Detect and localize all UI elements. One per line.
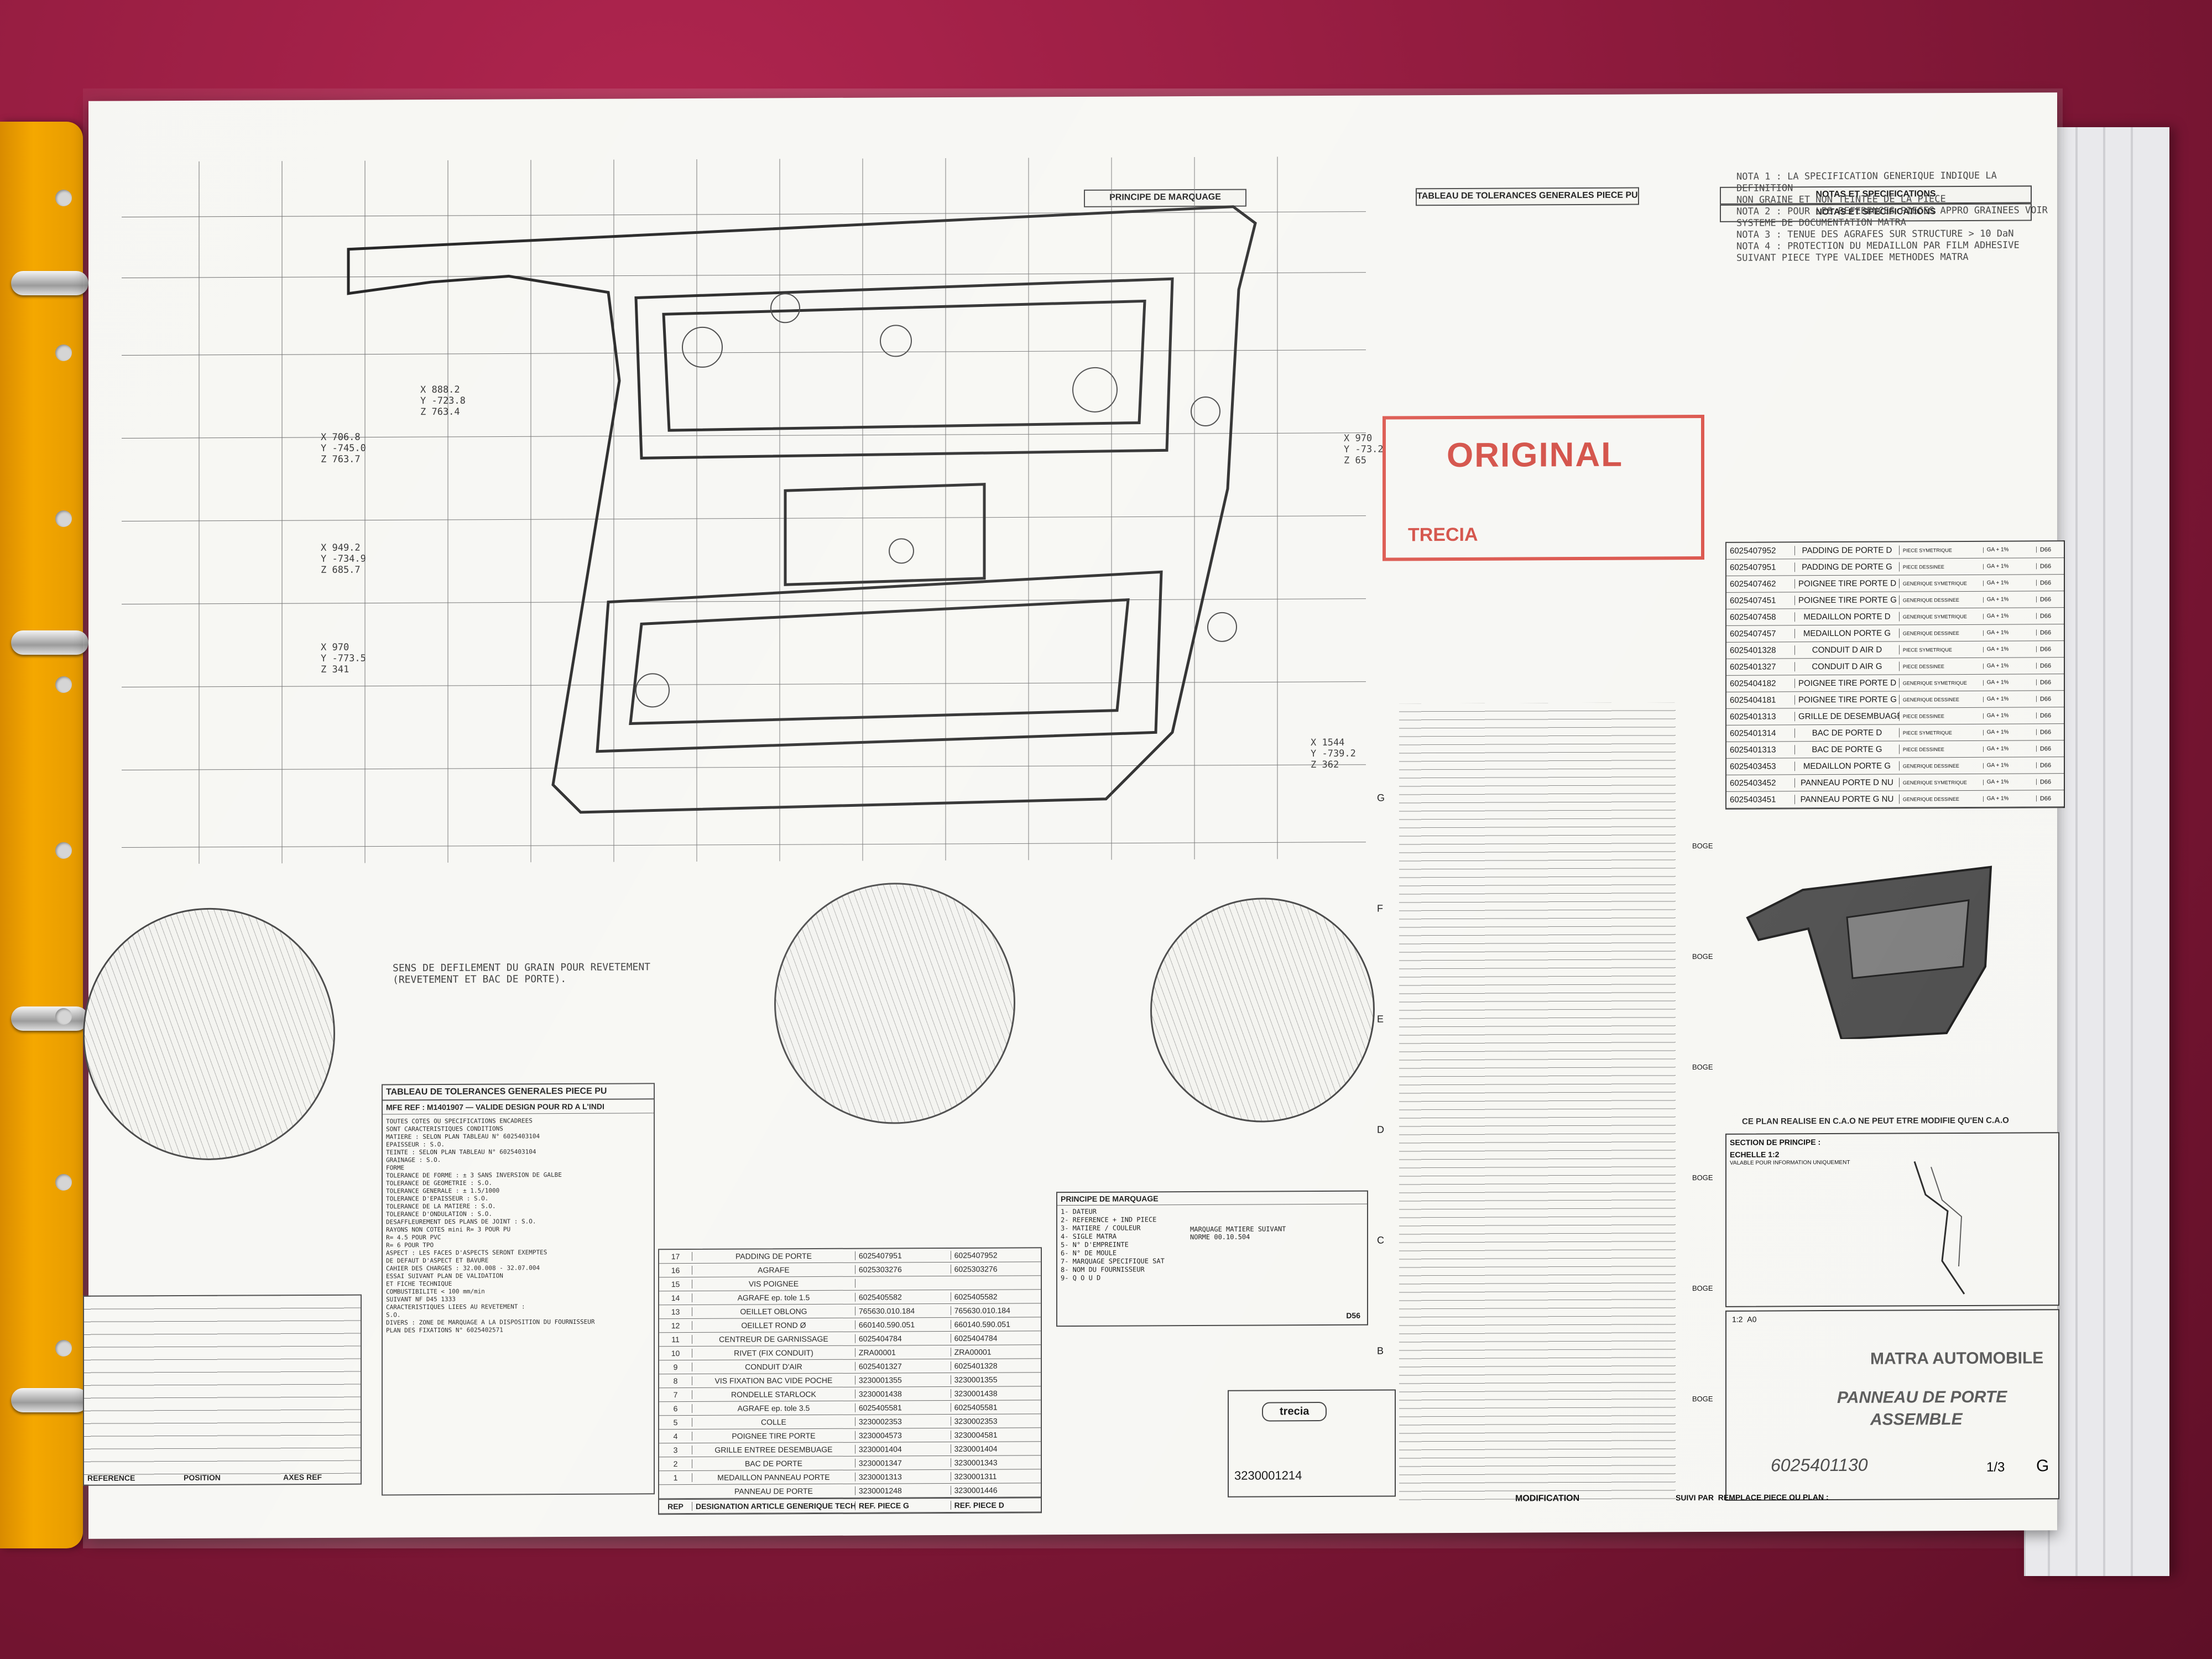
revision-history	[1399, 702, 1676, 1506]
sens-defilement-note: SENS DE DEFILEMENT DU GRAIN POUR REVETEM…	[393, 961, 650, 986]
modification-label: MODIFICATION	[1515, 1494, 1580, 1504]
col-reference: REFERENCE	[87, 1473, 135, 1483]
door-panel-drawing	[122, 156, 1366, 864]
section-label: SECTION DE PRINCIPE :	[1730, 1138, 1821, 1147]
note-line: NOTA 1 : LA SPECIFICATION GENERIQUE INDI…	[1736, 170, 1997, 194]
marquage-note: MARQUAGE MATIERE SUIVANT NORME 00.10.504	[1190, 1225, 1286, 1241]
binder-ring	[11, 1388, 88, 1412]
note-line: SUIVANT PIECE TYPE VALIDEE METHODES MATR…	[1736, 251, 1969, 264]
binder-ring	[11, 630, 88, 655]
plan-ref: 3230001214	[1234, 1468, 1302, 1483]
stamp-title: ORIGINAL	[1447, 435, 1624, 475]
tolerance-lines: TOUTES COTES OU SPECIFICATIONS ENCADREES…	[386, 1117, 595, 1334]
suivi-par: SUIVI PAR REMPLACE PIECE OU PLAN :	[1676, 1493, 1829, 1503]
trecia-block: trecia 3230001214	[1228, 1389, 1396, 1498]
note-line: NOTA 4 : PROTECTION DU MEDAILLON PAR FIL…	[1736, 239, 2020, 252]
col-axes-ref: AXES REF	[283, 1472, 322, 1482]
binder-spine	[0, 122, 88, 1548]
notes-block: NOTA 1 : LA SPECIFICATION GENERIQUE INDI…	[1736, 170, 2057, 264]
title-format: 1:2 A0	[1732, 1314, 1757, 1324]
designation-line-2: ASSEMBLE	[1870, 1410, 1963, 1429]
section-principe: SECTION DE PRINCIPE : ECHELLE 1:2 VALABL…	[1725, 1132, 2059, 1307]
drawing-number: 6025401130	[1771, 1454, 1868, 1475]
technical-drawing-sheet: PRINCIPE DE MARQUAGE TABLEAU DE TOLERANC…	[55, 92, 2065, 1539]
detail-view-circle	[1150, 897, 1375, 1123]
detail-view-circle	[774, 882, 1015, 1125]
detail-view-circle	[83, 907, 335, 1161]
binder-ring	[11, 271, 88, 295]
tolerance-table: TABLEAU DE TOLERANCES GENERALES PIECE PU…	[382, 1083, 655, 1496]
drawing-index: G	[2036, 1457, 2049, 1475]
sheet-number: 1/3	[1986, 1459, 2005, 1475]
company-name: MATRA AUTOMOBILE	[1870, 1349, 2044, 1368]
note-line: SYSTEME DE DOCUMENTATION MATRA	[1736, 217, 1907, 229]
marquage-code: D56	[1346, 1311, 1360, 1320]
designation-line-1: PANNEAU DE PORTE	[1837, 1387, 2007, 1407]
isometric-view	[1746, 865, 1992, 1040]
marquage-title: PRINCIPE DE MARQUAGE	[1057, 1191, 1367, 1206]
note-line: NON GRAINE ET NON TEINTEE DE LA PIECE	[1736, 194, 1946, 206]
tolerance-ref: MFE REF : M1401907 — VALIDE DESIGN POUR …	[383, 1099, 654, 1115]
tolerance-header: TABLEAU DE TOLERANCES GENERALES PIECE PU	[1416, 187, 1639, 206]
trecia-logo: trecia	[1262, 1401, 1327, 1422]
punch-holes	[55, 123, 77, 1539]
original-stamp: ORIGINAL TRECIA	[1383, 415, 1704, 561]
reference-position-table: REFERENCE POSITION AXES REF	[83, 1294, 362, 1486]
binder-ring	[11, 1006, 88, 1031]
tolerance-table-title: TABLEAU DE TOLERANCES GENERALES PIECE PU	[383, 1084, 654, 1101]
note-line: NOTA 3 : TENUE DES AGRAFES SUR STRUCTURE…	[1736, 228, 2014, 241]
stamp-subtitle: TRECIA	[1408, 524, 1478, 546]
title-block: 1:2 A0 MATRA AUTOMOBILE PANNEAU DE PORTE…	[1725, 1309, 2059, 1501]
col-position: POSITION	[184, 1473, 221, 1483]
note-line: NOTA 2 : POUR LES REFERENCES PIECES APPR…	[1736, 205, 2048, 217]
cao-note: CE PLAN REALISE EN C.A.O NE PEUT ETRE MO…	[1742, 1115, 2009, 1126]
